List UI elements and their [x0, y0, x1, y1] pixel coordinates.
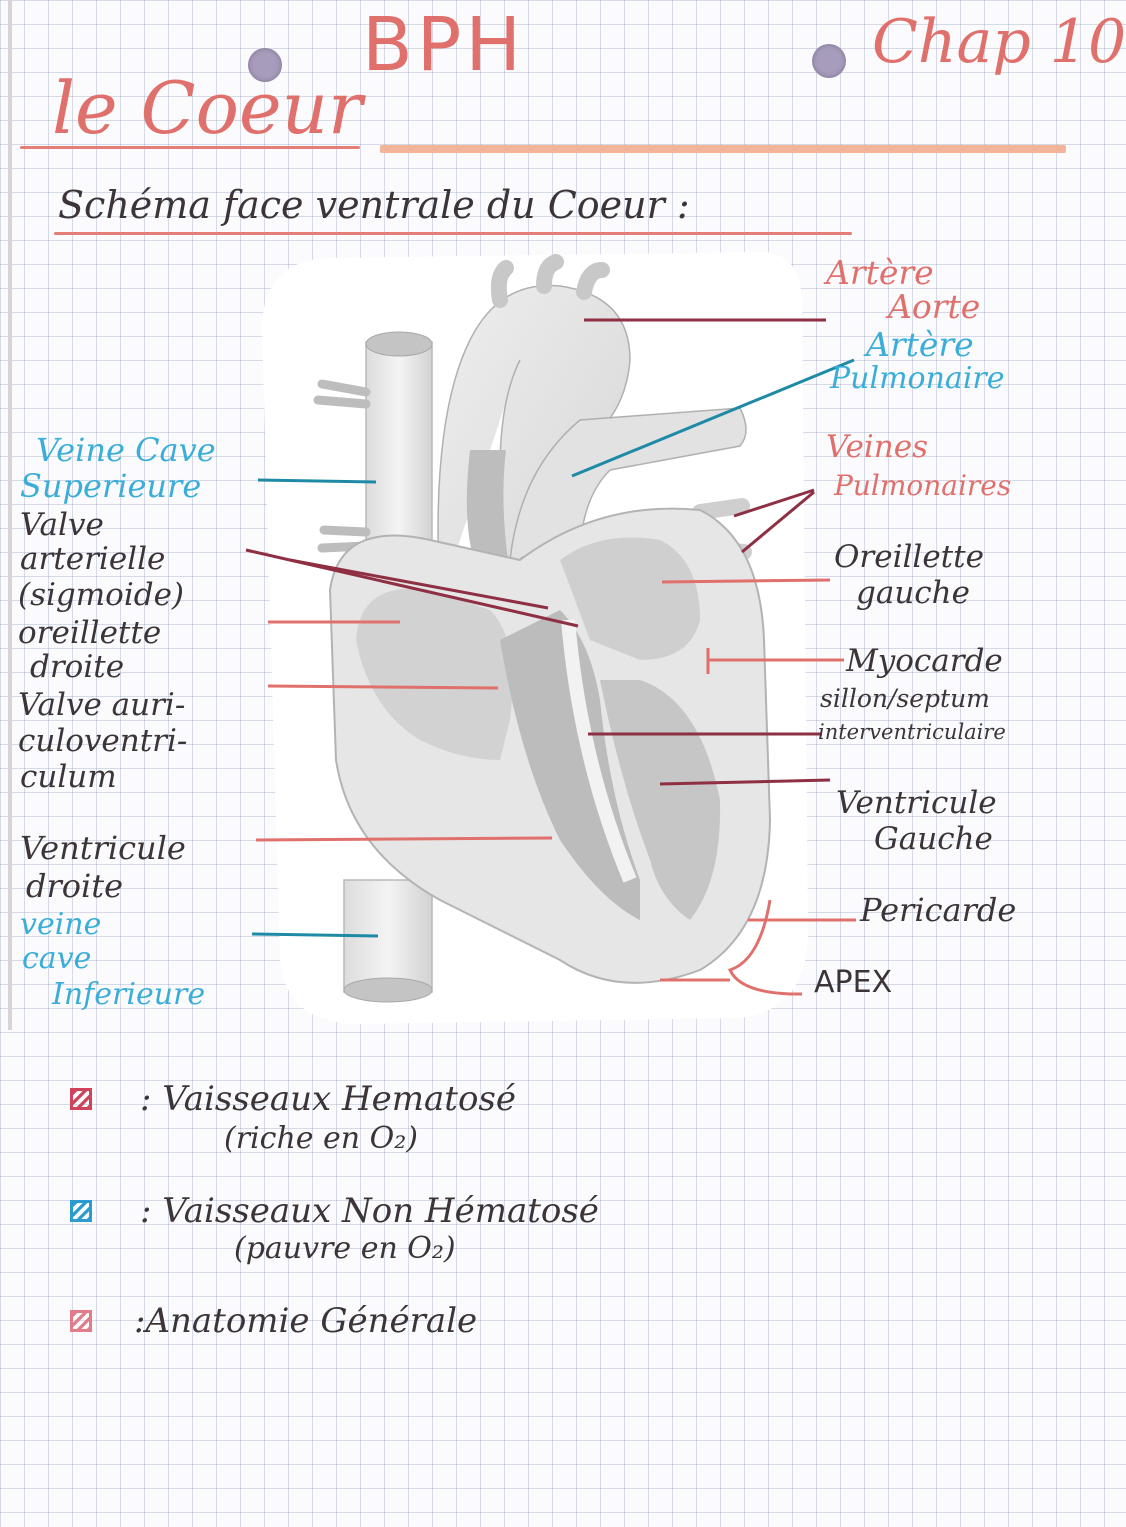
subject-title: BPH	[362, 2, 526, 88]
legend-text-oxygenated: (riche en O₂)	[224, 1121, 418, 1156]
chapter-label: Chap 10	[872, 7, 1126, 77]
label-pulmonary-artery: Artère	[866, 325, 974, 364]
page-margin-line	[8, 0, 12, 1030]
label-inferior-vena-cava: veine	[20, 907, 102, 942]
pointer-lines-right	[571, 318, 856, 996]
legend-swatch-general-anatomy	[70, 1310, 92, 1332]
legend-swatch-oxygenated	[70, 1088, 92, 1110]
aorta	[437, 254, 631, 601]
label-left-ventricle: Gauche	[874, 821, 993, 857]
legend-text-oxygenated: : Vaisseaux Hematosé	[140, 1079, 516, 1119]
label-av-valve: Valve auri-	[18, 687, 186, 723]
heart-diagram	[245, 254, 856, 1003]
legend-swatch-deoxygenated	[70, 1200, 92, 1222]
binder-hole	[248, 48, 282, 82]
label-left-atrium: gauche	[856, 575, 970, 611]
label-right-ventricle: Ventricule	[20, 829, 186, 867]
superior-vena-cava	[313, 331, 433, 553]
title-underline	[20, 146, 360, 149]
label-pulmonary-veins: Veines	[826, 429, 929, 465]
label-arterial-valve: arterielle	[20, 541, 166, 577]
legend-text-general-anatomy: :Anatomie Générale	[134, 1301, 478, 1341]
label-left-ventricle: Ventricule	[836, 785, 997, 821]
label-superior-vena-cava: Superieure	[20, 467, 202, 505]
heading-underline	[54, 232, 852, 235]
label-av-valve: culoventri-	[18, 723, 188, 759]
label-pulmonary-artery: Pulmonaire	[830, 361, 1005, 396]
label-right-atrium: droite	[30, 649, 125, 685]
label-inferior-vena-cava: Inferieure	[52, 977, 206, 1012]
label-pulmonary-veins: Pulmonaires	[834, 469, 1012, 502]
label-av-valve: culum	[20, 759, 117, 795]
pointer-lines-left	[245, 478, 579, 938]
label-right-ventricle: droite	[26, 867, 124, 905]
label-interventricular-septum: sillon/septum	[820, 684, 990, 713]
heart-body	[328, 507, 772, 984]
label-superior-vena-cava: Veine Cave	[36, 431, 216, 469]
page-title: le Coeur	[52, 66, 363, 150]
label-arterial-valve: Valve	[20, 507, 104, 543]
diagram-heading: Schéma face ventrale du Coeur :	[58, 183, 690, 227]
label-inferior-vena-cava: cave	[22, 941, 92, 976]
legend-text-deoxygenated: : Vaisseaux Non Hématosé	[140, 1191, 599, 1231]
inferior-vena-cava	[343, 879, 433, 1003]
label-myocardium: Myocarde	[846, 643, 1003, 679]
legend-text-deoxygenated: (pauvre en O₂)	[234, 1231, 456, 1266]
label-aorta: Artère	[826, 253, 934, 292]
label-right-atrium: oreillette	[18, 615, 162, 651]
label-pericardium: Pericarde	[860, 891, 1017, 929]
title-rule	[380, 145, 1066, 153]
label-arterial-valve: (sigmoide)	[18, 577, 185, 613]
label-apex: APEX	[814, 965, 893, 1000]
binder-hole	[812, 44, 846, 78]
label-aorta: Aorte	[888, 287, 981, 326]
label-interventricular-septum: interventriculaire	[818, 720, 1006, 744]
label-left-atrium: Oreillette	[834, 539, 984, 575]
